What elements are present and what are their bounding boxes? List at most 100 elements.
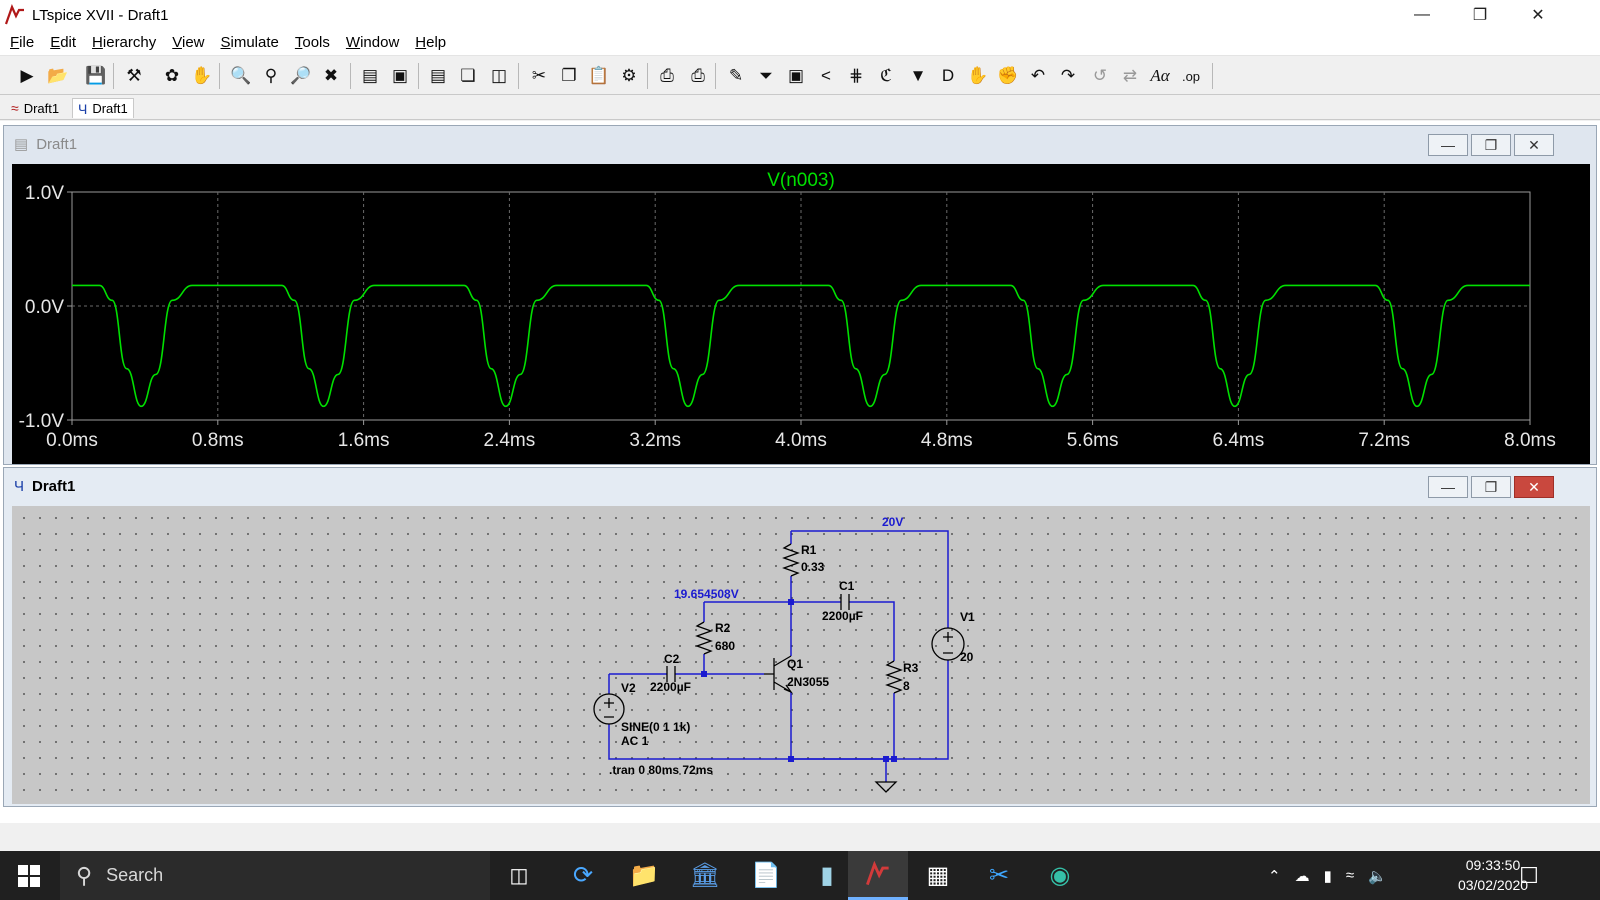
bank-app-icon[interactable]: 🏛 [689,862,721,889]
net-label-20v[interactable]: 20V [882,515,903,529]
mirror-icon[interactable]: ⇄ [1122,66,1138,85]
new-schematic-icon[interactable]: ▶ [20,66,34,85]
diode-icon[interactable]: ▼ [909,66,927,85]
redo-icon[interactable]: ↷ [1060,66,1076,85]
notifications-icon[interactable]: ☐ [1519,862,1539,888]
volume-icon[interactable]: 🔈 [1368,867,1387,885]
rotate-icon[interactable]: ↺ [1092,66,1108,85]
v2-value-2[interactable]: AC 1 [621,734,649,748]
schematic-canvas[interactable]: 20V 19.654508V R1 0.33 C1 2200µF R2 680 … [12,506,1590,804]
halt-icon[interactable]: ✋ [191,66,213,85]
restore-icon[interactable]: ❐ [1472,7,1488,24]
r2-name[interactable]: R2 [715,621,731,635]
menu-hierarchy[interactable]: Hierarchy [92,34,157,51]
zoom-cancel-icon[interactable]: ✖ [323,66,339,85]
waveform-minimize-button[interactable]: — [1428,134,1468,156]
c2-value[interactable]: 2200µF [650,680,691,694]
trace-v-n003[interactable] [72,284,1530,408]
resistor-icon[interactable]: < [821,66,831,85]
component-icon[interactable]: D [941,66,955,85]
print-preview-icon[interactable]: ⎙ [691,66,705,85]
zoom-out-icon[interactable]: 🔎 [290,66,312,85]
file-explorer-icon[interactable]: 📁 [629,862,659,889]
v1-value[interactable]: 20 [960,650,974,664]
menu-view[interactable]: View [172,34,205,51]
c1-name[interactable]: C1 [839,579,855,593]
paste-icon[interactable]: 📋 [588,66,610,85]
spice-directive[interactable]: .tran 0 80ms 72ms [609,763,713,777]
label-net-icon[interactable]: ▣ [787,66,805,85]
spice-directive-icon[interactable]: .op [1181,68,1201,84]
tab-schematic-draft1[interactable]: Ч Draft1 [72,98,134,118]
cut-icon[interactable]: ✂ [531,66,547,85]
menu-simulate[interactable]: Simulate [220,34,279,51]
taskbar-clock[interactable]: 09:33:50 03/02/2020 [1438,855,1548,895]
undo-icon[interactable]: ↶ [1030,66,1046,85]
schematic-minimize-button[interactable]: — [1428,476,1468,498]
open-icon[interactable]: 📂 [47,66,69,85]
find-icon[interactable]: ⚙ [621,66,637,85]
v1-name[interactable]: V1 [960,610,975,624]
node-voltage-label[interactable]: 19.654508V [674,587,739,601]
save-icon[interactable]: 💾 [85,66,107,85]
wifi-icon[interactable]: ≈ [1345,867,1355,884]
menu-window[interactable]: Window [345,34,400,51]
zoom-in-icon[interactable]: 🔍 [230,66,252,85]
waveform-maximize-button[interactable]: ❐ [1471,134,1511,156]
text-icon[interactable]: Aα [1150,66,1170,85]
menu-help[interactable]: Help [415,34,447,51]
zoom-fit-icon[interactable]: ⚲ [264,66,278,85]
trace-label[interactable]: V(n003) [767,170,835,191]
chevron-up-icon[interactable]: ⌃ [1268,867,1281,885]
close-icon[interactable]: ✕ [1531,7,1545,24]
r1-value[interactable]: 0.33 [801,560,825,574]
menu-tools[interactable]: Tools [294,34,330,51]
notes-app-icon[interactable]: ▮ [820,862,834,889]
run-icon[interactable]: ✿ [164,66,180,85]
document-app-icon[interactable]: 📄 [751,862,781,889]
schematic-maximize-button[interactable]: ❐ [1471,476,1511,498]
c1-value[interactable]: 2200µF [822,609,863,623]
calculator-icon[interactable]: ▦ [926,862,950,889]
cascade-icon[interactable]: ❏ [460,66,476,85]
control-panel-icon[interactable]: ⚒ [126,66,142,85]
minimize-icon[interactable]: — [1414,6,1430,23]
move-icon[interactable]: ✋ [967,66,989,85]
r2-value[interactable]: 680 [715,639,735,653]
battery-icon[interactable]: ▮ [1323,867,1332,885]
taskbar-search[interactable]: ⚲ Search [60,851,490,900]
marker-icon[interactable]: ▣ [391,66,409,85]
schematic-close-button[interactable]: ✕ [1514,476,1554,498]
r3-name[interactable]: R3 [903,661,919,675]
q1-name[interactable]: Q1 [787,657,803,671]
tab-waveform-draft1[interactable]: ≈ Draft1 [11,100,60,116]
c2-name[interactable]: C2 [664,652,680,666]
menu-file[interactable]: File [10,34,35,51]
inductor-icon[interactable]: ℭ [880,66,892,85]
tile-horizontal-icon[interactable]: ▤ [429,66,447,85]
capacitor-icon[interactable]: ⋕ [848,66,864,85]
wires[interactable] [608,530,949,782]
print-icon[interactable]: ⎙ [660,66,674,85]
v2-value-1[interactable]: SINE(0 1 1k) [621,720,690,734]
v2-name[interactable]: V2 [621,681,636,695]
schematic-drawing[interactable]: 20V 19.654508V R1 0.33 C1 2200µF R2 680 … [12,506,1590,804]
windows-start-icon[interactable] [0,851,58,900]
ltspice-taskbar-icon[interactable] [848,851,908,900]
onedrive-icon[interactable]: ☁ [1294,867,1310,885]
waveform-close-button[interactable]: ✕ [1514,134,1554,156]
tile-vertical-icon[interactable]: ◫ [490,66,508,85]
sync-app-icon[interactable]: ⟳ [572,862,594,889]
edge-dev-icon[interactable]: ◉ [1049,862,1071,889]
copy-icon[interactable]: ❐ [561,66,577,85]
task-view-icon[interactable]: ◫ [509,865,529,887]
draw-wire-icon[interactable]: ✎ [728,66,744,85]
ground-icon[interactable]: ⏷ [759,66,773,85]
snipping-tool-icon[interactable]: ✂ [988,862,1010,889]
r1-name[interactable]: R1 [801,543,817,557]
menu-edit[interactable]: Edit [50,34,77,51]
drag-icon[interactable]: ✊ [997,66,1019,85]
q1-value[interactable]: 2N3055 [787,675,829,689]
